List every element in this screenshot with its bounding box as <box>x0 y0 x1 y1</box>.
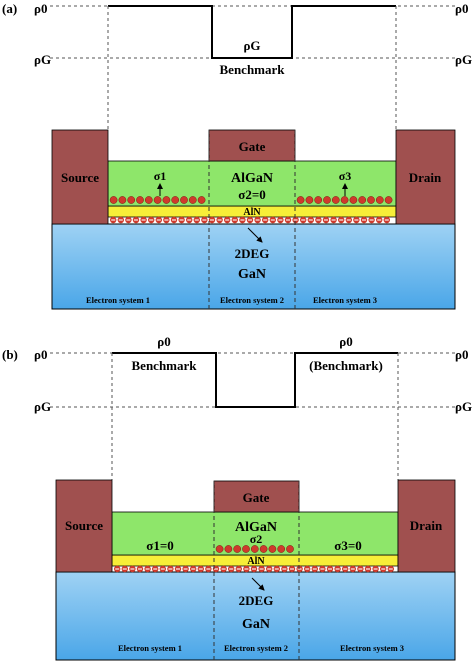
polarization-charge <box>188 196 197 204</box>
two-deg-charge-row <box>114 565 394 573</box>
polarization-charge <box>224 545 233 553</box>
polarization-charge-row-2 <box>215 545 294 553</box>
gate-contact <box>208 129 296 162</box>
polarization-charge <box>162 196 171 204</box>
panel-b-label: (b) <box>2 347 18 362</box>
polarization-charge-row-3 <box>296 196 393 204</box>
polarization-charge <box>349 196 358 204</box>
two-deg-arrow <box>251 577 265 591</box>
polarization-charge <box>331 196 340 204</box>
polarization-charge <box>305 196 314 204</box>
electron-system-1-label: Electron system 1 <box>118 643 182 653</box>
electron-system-3-label: Electron system 3 <box>313 295 377 305</box>
polarization-charge <box>296 196 305 204</box>
rho0-mid-right-label: ρ0 <box>339 334 352 349</box>
polarization-charge <box>153 196 162 204</box>
algan-label: AlGaN <box>235 520 277 535</box>
resistivity-profile <box>108 5 396 59</box>
rho0-left-label: ρ0 <box>34 1 47 16</box>
sigma2-label: σ2=0 <box>238 187 265 202</box>
polarization-charge <box>197 196 206 204</box>
electron-system-2-label: Electron system 2 <box>224 643 288 653</box>
rho0-right-label: ρ0 <box>455 1 468 16</box>
two-deg-label: 2DEG <box>239 593 274 608</box>
polarization-charge <box>314 196 323 204</box>
polarization-charge <box>171 196 180 204</box>
rhoG-left-label: ρG <box>34 399 51 414</box>
gan-label: GaN <box>242 617 270 632</box>
panel-a-label: (a) <box>2 1 17 16</box>
panel-a: (a) ρ0 ρG ρ0 ρG ρG Benchmark Source Drai… <box>2 1 472 310</box>
sigma1-label: σ1 <box>154 169 167 183</box>
two-deg-label: 2DEG <box>235 246 270 261</box>
sigma2-label: σ2 <box>250 532 263 546</box>
benchmark-left-label: Benchmark <box>132 358 198 373</box>
polarization-charge <box>180 196 188 204</box>
source-contact <box>51 129 109 225</box>
gan-layer <box>55 571 456 661</box>
polarization-charge <box>268 545 277 553</box>
benchmark-label: Benchmark <box>220 62 286 77</box>
sigma3-label: σ3=0 <box>334 538 361 553</box>
rhoG-left-label: ρG <box>34 52 51 67</box>
polarization-charge <box>277 545 286 553</box>
rho0-mid-left-label: ρ0 <box>157 334 170 349</box>
aln-label: AlN <box>247 556 265 567</box>
two-deg-arrow <box>247 227 263 243</box>
rho0-left-label: ρ0 <box>34 347 47 362</box>
polarization-charge-row-1 <box>109 196 206 204</box>
rhoG-right-label: ρG <box>455 52 472 67</box>
gan-label: GaN <box>238 267 266 282</box>
polarization-charge <box>118 196 127 204</box>
polarization-charge <box>375 196 384 204</box>
polarization-charge <box>250 545 259 553</box>
gan-layer <box>51 223 456 310</box>
sigma3-label: σ3 <box>339 169 352 183</box>
polarization-charge <box>286 545 294 553</box>
polarization-charge <box>144 196 153 204</box>
drain-label: Drain <box>410 518 443 533</box>
source-label: Source <box>65 518 103 533</box>
source-label: Source <box>61 170 99 185</box>
aln-label: AlN <box>243 207 261 218</box>
rhoG-right-label: ρG <box>455 399 472 414</box>
polarization-charge <box>215 545 224 553</box>
polarization-charge <box>109 196 118 204</box>
polarization-charge <box>259 545 268 553</box>
sigma1-label: σ1=0 <box>146 538 173 553</box>
panel-b: (b) ρ0 ρG ρ0 ρG ρ0 ρ0 Benchmark (Benchma… <box>2 334 472 661</box>
rho0-right-label: ρ0 <box>455 347 468 362</box>
algan-label: AlGaN <box>231 171 273 186</box>
polarization-charge <box>136 196 144 204</box>
electron-system-3-label: Electron system 3 <box>340 643 404 653</box>
resistivity-profile <box>112 352 398 408</box>
drain-contact <box>397 479 456 573</box>
gate-label: Gate <box>243 490 270 505</box>
drain-label: Drain <box>409 170 442 185</box>
rhoG-center-label: ρG <box>243 38 260 53</box>
source-contact <box>55 479 113 573</box>
polarization-charge <box>358 196 367 204</box>
electron-system-1-label: Electron system 1 <box>86 295 150 305</box>
polarization-charge <box>233 545 242 553</box>
electron-system-2-label: Electron system 2 <box>220 295 284 305</box>
polarization-charge <box>367 196 375 204</box>
polarization-charge <box>323 196 331 204</box>
polarization-charge <box>340 196 349 204</box>
polarization-charge <box>127 196 136 204</box>
two-deg-charge-row <box>110 216 390 224</box>
polarization-charge <box>384 196 393 204</box>
drain-contact <box>395 129 456 225</box>
gate-contact <box>213 480 300 513</box>
polarization-charge <box>242 545 250 553</box>
gate-label: Gate <box>239 139 266 154</box>
benchmark-right-label: (Benchmark) <box>309 358 383 373</box>
